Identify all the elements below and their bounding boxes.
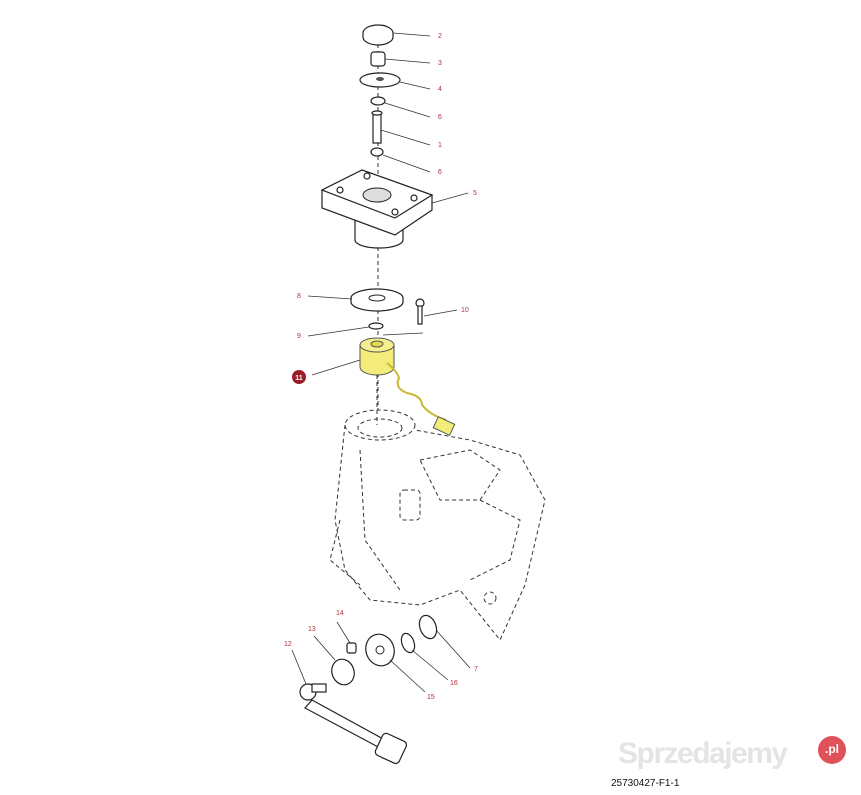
callout-8: 8	[297, 293, 301, 300]
callout-11-badge	[292, 370, 306, 384]
part-12-speed-sensor	[299, 683, 408, 765]
callout-13: 13	[308, 626, 316, 633]
callout-6: 6	[438, 114, 442, 121]
part-7-seal	[418, 614, 438, 640]
part-15-flange	[365, 633, 395, 667]
watermark-badge: .pl	[818, 736, 846, 764]
callout-4: 4	[438, 86, 442, 93]
callout-5: 5	[473, 190, 477, 197]
part-2-cap	[362, 24, 394, 46]
part-4-plate	[359, 72, 401, 88]
callout-9: 9	[297, 333, 301, 340]
part-5-housing	[320, 169, 434, 249]
part-6-nut-lower	[370, 147, 384, 157]
part-8-disc	[350, 288, 404, 312]
callout-6-lower: 6	[438, 169, 442, 176]
callout-15: 15	[427, 694, 435, 701]
part-1-shaft	[371, 110, 383, 144]
callout-3: 3	[438, 60, 442, 67]
callout-10: 10	[461, 307, 469, 314]
part-7-axle-housing	[329, 409, 546, 641]
part-6-nut	[370, 96, 386, 106]
callout-2: 2	[438, 33, 442, 40]
part-10-bolt	[415, 298, 425, 325]
watermark: Sprzedajemy	[618, 737, 788, 770]
callout-14: 14	[336, 610, 344, 617]
leader-lines	[291, 32, 471, 693]
part-16-oring	[400, 632, 416, 654]
callout-7: 7	[474, 666, 478, 673]
part-13-oring	[331, 658, 355, 686]
part-11-sensor	[359, 337, 456, 436]
callout-1: 1	[438, 142, 442, 149]
drawing-code: 25730427-F1-1	[611, 778, 680, 789]
part-3-screw	[370, 51, 386, 67]
callout-12: 12	[284, 641, 292, 648]
part-14-plug	[346, 642, 357, 654]
callout-11: 11	[295, 375, 303, 382]
part-9-oring	[368, 322, 384, 330]
callout-16: 16	[450, 680, 458, 687]
